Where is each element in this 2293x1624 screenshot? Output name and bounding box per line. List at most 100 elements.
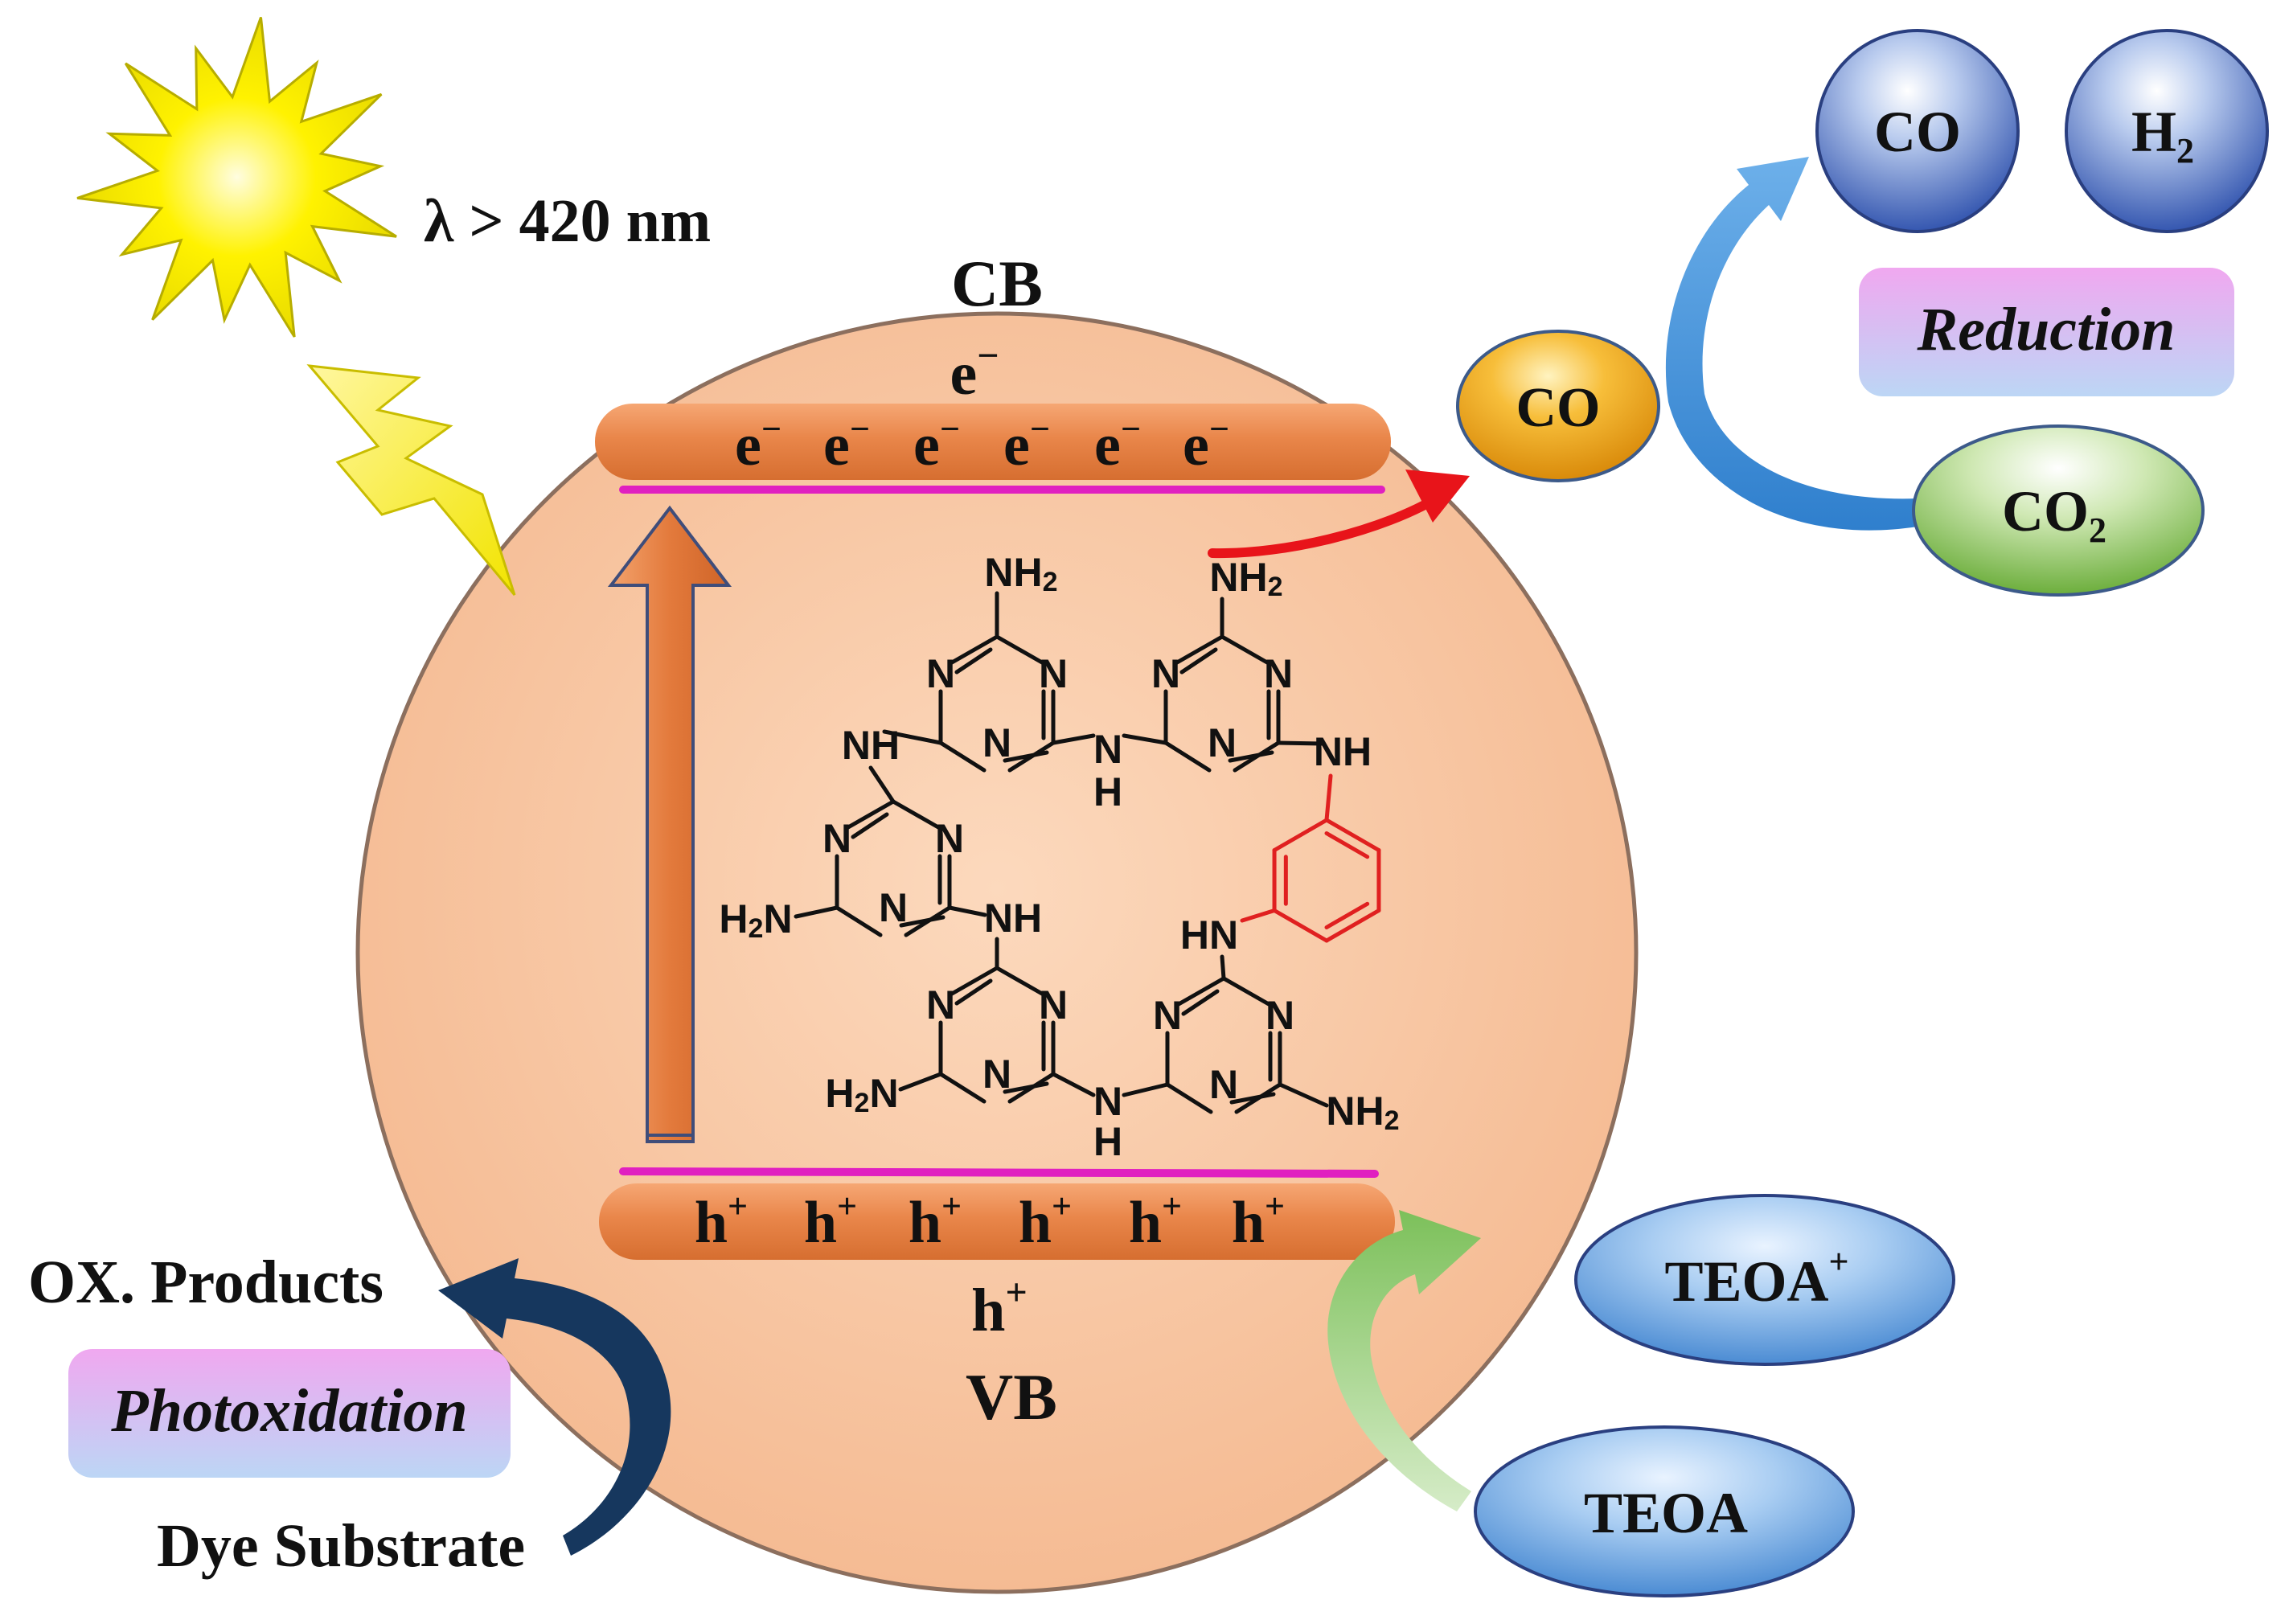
bond [954,647,993,675]
bridge-h: H [1093,769,1122,814]
bond [1181,989,1220,1016]
bond [1122,1082,1170,1097]
vb-edge-line [619,1167,1379,1178]
dye-substrate-label: Dye Substrate [157,1512,525,1580]
atom-n: N [982,1052,1011,1097]
bond [1278,1082,1329,1108]
co-intermediate [1456,330,1660,482]
bridge-n: N [1093,1079,1122,1124]
h2-product-label: H2 [2131,100,2194,170]
amino-group: NH2 [984,550,1057,597]
atom-n: N [879,885,908,930]
valence-band [599,1183,1395,1260]
vb-holes: h+ h+ h+ h+ h+ h+ [695,1187,1285,1256]
bond [1272,818,1329,852]
bond [1272,908,1329,943]
bond [1051,733,1096,745]
bond [898,1072,943,1092]
bond [882,729,943,745]
bond [1324,773,1333,822]
bond [938,1072,987,1104]
photoxidation-arrow [438,1258,671,1556]
teoa-donor [1474,1425,1855,1597]
conduction-band [595,404,1391,480]
bond [868,765,896,804]
excitation-arrow [607,505,732,1143]
teoa-oxidized-label: TEOA+ [1664,1242,1848,1314]
ring-nitrogens: N N N N N N N N N N N N N N N [822,651,1294,1107]
electron: e− [1094,409,1141,478]
atom-n: N [1153,993,1182,1038]
bond [1122,733,1168,745]
bond [938,740,987,773]
hole: h+ [804,1187,857,1256]
bond [1163,740,1212,773]
electron-transfer-arrow [1208,492,1444,559]
imine-group: HN [1180,912,1238,958]
atom-n: N [822,816,851,861]
reduction-badge [1859,268,2234,396]
bond [899,915,946,928]
electron: e− [1183,409,1229,478]
electron: e− [913,409,960,478]
bond [1165,1082,1213,1114]
vb-hole: h+ [971,1271,1028,1344]
bond [1228,750,1274,763]
bond [835,905,883,937]
atom-n: N [1209,1062,1238,1107]
bond [1051,1072,1096,1097]
amino-group: H2N [719,896,792,944]
atom-n: N [1265,993,1294,1038]
atom-n: N [982,720,1011,765]
wavelength-label: λ > 420 nm [424,187,711,255]
carbon-nitride-structure: N N N N N N N N N N N N N N N NH2 NH2 NH… [719,550,1399,1164]
bond [1324,831,1370,859]
phenyl-linker-bonds [1240,773,1381,943]
electron: e− [823,409,870,478]
atom-n: N [935,816,964,861]
hole: h+ [909,1187,962,1256]
bond [1220,634,1270,665]
bond [1175,634,1224,665]
bond [1176,976,1226,1007]
hole: h+ [1019,1187,1072,1256]
cb-electron: e− [950,334,999,408]
ox-products-label: OX. Products [28,1249,384,1316]
amino-group: H2N [825,1071,898,1118]
hole: h+ [1129,1187,1182,1256]
bond [954,978,993,1006]
bridge-n: N [1093,727,1122,772]
h2-product-sphere [2065,29,2269,233]
atom-n: N [926,982,955,1027]
cb-label: CB [951,247,1043,320]
electron: e− [735,409,781,478]
teoa-donor-label: TEOA [1584,1481,1748,1545]
amino-group: NH2 [1326,1089,1399,1136]
bond [947,905,987,917]
bond [1324,908,1381,943]
imine-group: NH [984,896,1042,941]
bond [1229,1092,1276,1105]
electron-transfer-arrowhead [1405,470,1470,523]
bond [1003,1081,1049,1094]
hole: h+ [695,1187,748,1256]
lightning-bolt-icon [306,364,516,596]
bond [1221,976,1271,1007]
co2-reactant [1912,424,2205,597]
atom-n: N [1151,651,1180,696]
co2-reactant-label: CO2 [2002,479,2106,550]
co-product-label: CO [1874,100,1961,164]
bond [950,966,999,996]
vb-label: VB [966,1360,1057,1433]
cb-electrons: e− e− e− e− e− e− [735,409,1229,478]
sun-icon [76,16,397,338]
bond [1276,740,1325,746]
bridge-h: H [1093,1119,1122,1164]
bond [1179,647,1218,675]
bond [995,966,1044,996]
bond [1324,901,1370,929]
photoxidation-badge [68,1349,511,1478]
atom-n: N [1264,651,1293,696]
atom-n: N [1039,982,1068,1027]
bond [995,634,1044,665]
